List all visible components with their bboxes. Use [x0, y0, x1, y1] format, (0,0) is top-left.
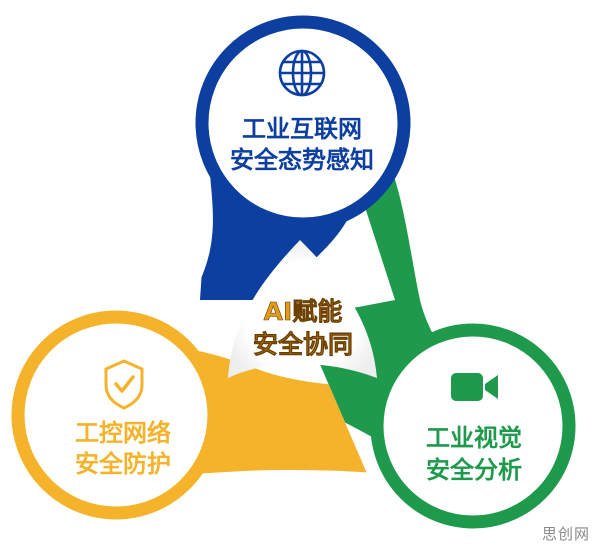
- node-right-line1: 工业视觉: [426, 424, 522, 452]
- center-line2: 安全协同: [253, 330, 353, 359]
- globe-icon: [278, 49, 326, 97]
- node-top-line2: 安全态势感知: [230, 146, 374, 174]
- node-left: 工控网络 安全防护: [11, 310, 221, 520]
- node-left-ring: [11, 310, 221, 520]
- node-left-line1: 工控网络: [75, 419, 171, 447]
- center-line1: AI赋能: [264, 297, 343, 326]
- center-core-shape: [228, 240, 377, 378]
- node-right-ring: [370, 323, 576, 529]
- node-right-line2: 安全分析: [426, 456, 522, 484]
- node-top-ring: [195, 15, 411, 231]
- center-core: AI赋能 安全协同: [228, 240, 377, 378]
- node-left-line2: 安全防护: [75, 450, 171, 478]
- node-top: 工业互联网 安全态势感知: [195, 15, 411, 231]
- shield-check-icon: [104, 359, 144, 410]
- watermark-text: 思创网: [541, 525, 590, 543]
- node-right: 工业视觉 安全分析: [370, 323, 576, 529]
- video-camera-icon: [451, 373, 498, 401]
- node-top-line1: 工业互联网: [242, 115, 362, 143]
